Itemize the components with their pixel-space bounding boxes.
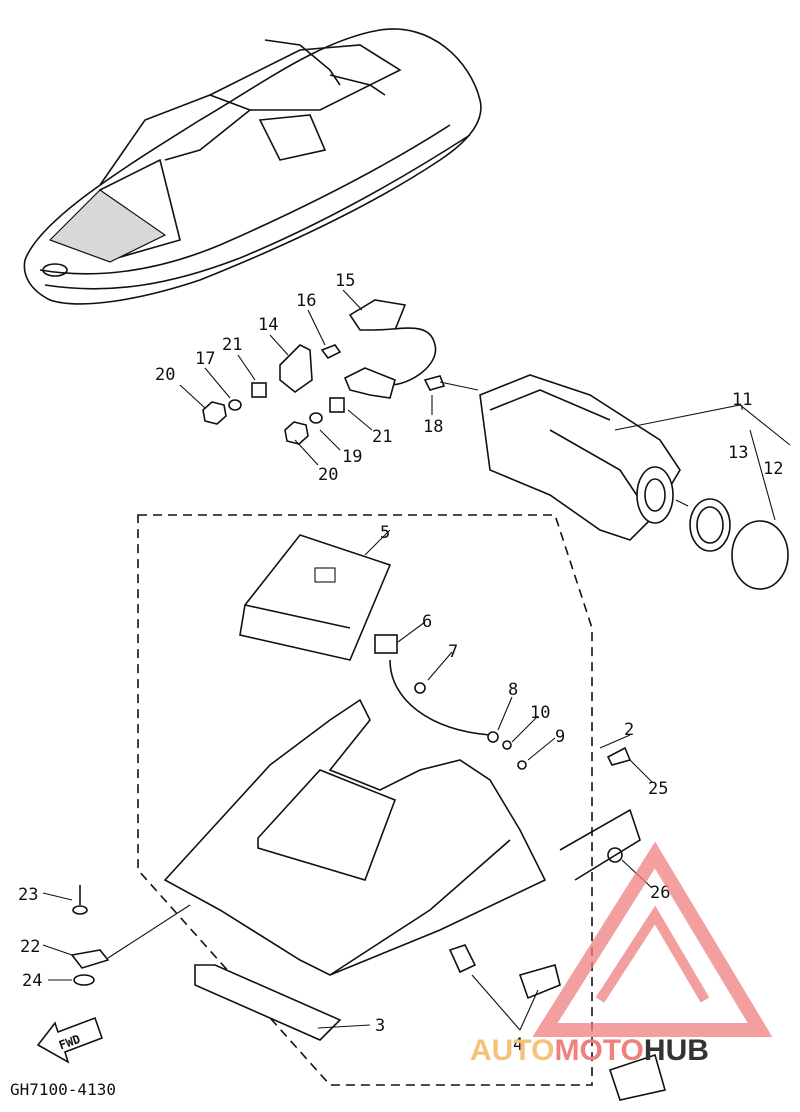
watermark-triangle-icon: [532, 841, 773, 1037]
part-label-9: 9: [555, 727, 565, 747]
collar-21-right: [329, 397, 345, 413]
part-number-labels: 15 14 16 21 17 20 18 21 19 20 11 13 12 5…: [18, 271, 783, 1055]
part-label-18: 18: [423, 417, 443, 437]
lower-assembly: [70, 534, 667, 1101]
part-label-20-bottom: 20: [318, 465, 338, 485]
part-label-14: 14: [258, 315, 278, 335]
part-label-17: 17: [195, 349, 215, 369]
part-label-15: 15: [335, 271, 355, 291]
automotohub-watermark: [532, 841, 773, 1037]
upper-hardware-group: [202, 299, 479, 445]
part-label-5: 5: [380, 523, 390, 543]
part-label-26: 26: [650, 883, 670, 903]
part-label-2: 2: [624, 720, 634, 740]
part-label-12: 12: [763, 459, 783, 479]
part-label-20-top: 20: [155, 365, 175, 385]
leader-lines: [42, 289, 743, 1031]
part-label-7: 7: [448, 642, 458, 662]
jet-ski-hull-illustration: [23, 28, 482, 305]
collar-21-left: [251, 382, 267, 398]
storage-box-11: [479, 374, 791, 590]
fwd-arrow-marker: FWD: [36, 1016, 104, 1064]
watermark-moto: MOTO: [554, 1034, 643, 1067]
part-label-16: 16: [296, 291, 316, 311]
part-label-22: 22: [20, 937, 40, 957]
part-label-24: 24: [22, 971, 42, 991]
part-label-10: 10: [530, 703, 550, 723]
part-label-21-bottom: 21: [372, 427, 392, 447]
fwd-label: FWD: [57, 1032, 82, 1053]
watermark-hub: HUB: [644, 1034, 709, 1067]
part-label-4: 4: [513, 1035, 523, 1055]
part-label-3: 3: [375, 1016, 385, 1036]
watermark-auto: AUTO: [470, 1034, 554, 1067]
part-label-25: 25: [648, 779, 668, 799]
watermark-inner-shape-icon: [595, 905, 710, 1003]
part-label-6: 6: [422, 612, 432, 632]
part-label-13: 13: [728, 443, 748, 463]
part-label-21-top: 21: [222, 335, 242, 355]
part-label-8: 8: [508, 680, 518, 700]
part-label-19: 19: [342, 447, 362, 467]
assembly-boundary: [137, 514, 593, 1086]
part-label-11: 11: [732, 390, 752, 410]
drawing-code: GH7100-4130: [10, 1080, 116, 1099]
watermark-text: AUTOMOTOHUB: [470, 1034, 709, 1067]
part-label-23: 23: [18, 885, 38, 905]
